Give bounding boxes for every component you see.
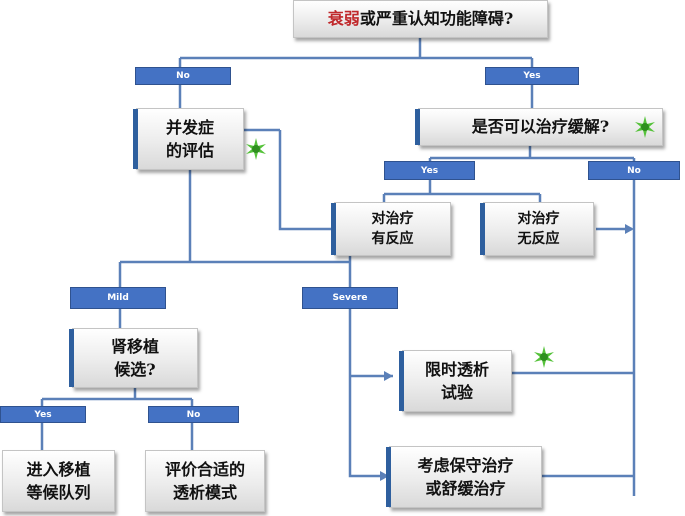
treatable-no-label: No: [588, 161, 680, 180]
star-icon: [246, 138, 266, 160]
time-limited-trial-box: 限时透析 试验: [399, 350, 512, 412]
transplant-candidate-line-2: 候选?: [114, 360, 156, 379]
responsive-accent: [331, 203, 336, 255]
transplant-yes-label: Yes: [0, 406, 86, 423]
treatable-question-text: 是否可以治疗缓解?: [471, 117, 610, 137]
root-yes-label: Yes: [485, 67, 579, 85]
time-limited-trial-line-1: 限时透析: [424, 359, 489, 379]
conservative-accent: [386, 447, 391, 507]
responsive-line-2: 有反应: [371, 231, 414, 247]
conservative-line-1: 考虑保守治疗: [417, 455, 514, 475]
transplant-no-label: No: [148, 406, 239, 423]
unresponsive-line-1: 对治疗: [517, 210, 560, 227]
complications-box: 并发症 的评估: [133, 108, 244, 170]
dialysis-mode-box: 评价合适的 透析模式: [145, 450, 265, 512]
conservative-line-2: 或舒缓治疗: [425, 479, 506, 498]
waitlist-box: 进入移植 等候队列: [2, 450, 115, 512]
time-limited-trial-line-2: 试验: [440, 383, 473, 402]
dialysis-mode-line-1: 评价合适的: [164, 459, 245, 479]
connector-arrows: [380, 224, 634, 481]
severe-label: Severe: [302, 287, 398, 309]
transplant-candidate-box: 肾移植 候选?: [69, 328, 198, 388]
mild-label: Mild: [70, 287, 166, 309]
waitlist-line-1: 进入移植: [26, 459, 91, 479]
complications-line-1: 并发症: [165, 117, 214, 137]
root-no-label: No: [135, 67, 231, 85]
transplant-candidate-accent: [69, 329, 74, 387]
unresponsive-line-2: 无反应: [517, 231, 560, 247]
complications-accent: [133, 109, 138, 169]
time-limited-trial-accent: [399, 351, 404, 411]
transplant-candidate-line-1: 肾移植: [110, 336, 159, 356]
responsive-box: 对治疗 有反应: [331, 202, 451, 256]
complications-line-2: 的评估: [165, 141, 214, 160]
root-rest: 或严重认知功能障碍?: [359, 9, 514, 29]
unresponsive-box: 对治疗 无反应: [480, 202, 594, 256]
root-highlight: 衰弱: [327, 9, 360, 29]
connector-lines: [40, 38, 636, 496]
conservative-box: 考虑保守治疗 或舒缓治疗: [386, 446, 542, 508]
treatable-question-box: 是否可以治疗缓解?: [415, 108, 663, 146]
root-question-text: 衰弱或严重认知功能障碍?: [328, 7, 513, 30]
unresponsive-accent: [480, 203, 485, 255]
star-icon: [635, 116, 655, 138]
dialysis-mode-line-2: 透析模式: [172, 483, 237, 502]
treatable-accent: [415, 109, 420, 145]
treatable-yes-label: Yes: [384, 161, 475, 180]
star-icon: [534, 346, 554, 368]
responsive-line-1: 对治疗: [371, 210, 414, 227]
root-question-box: 衰弱或严重认知功能障碍?: [293, 0, 548, 38]
waitlist-line-2: 等候队列: [26, 483, 91, 502]
